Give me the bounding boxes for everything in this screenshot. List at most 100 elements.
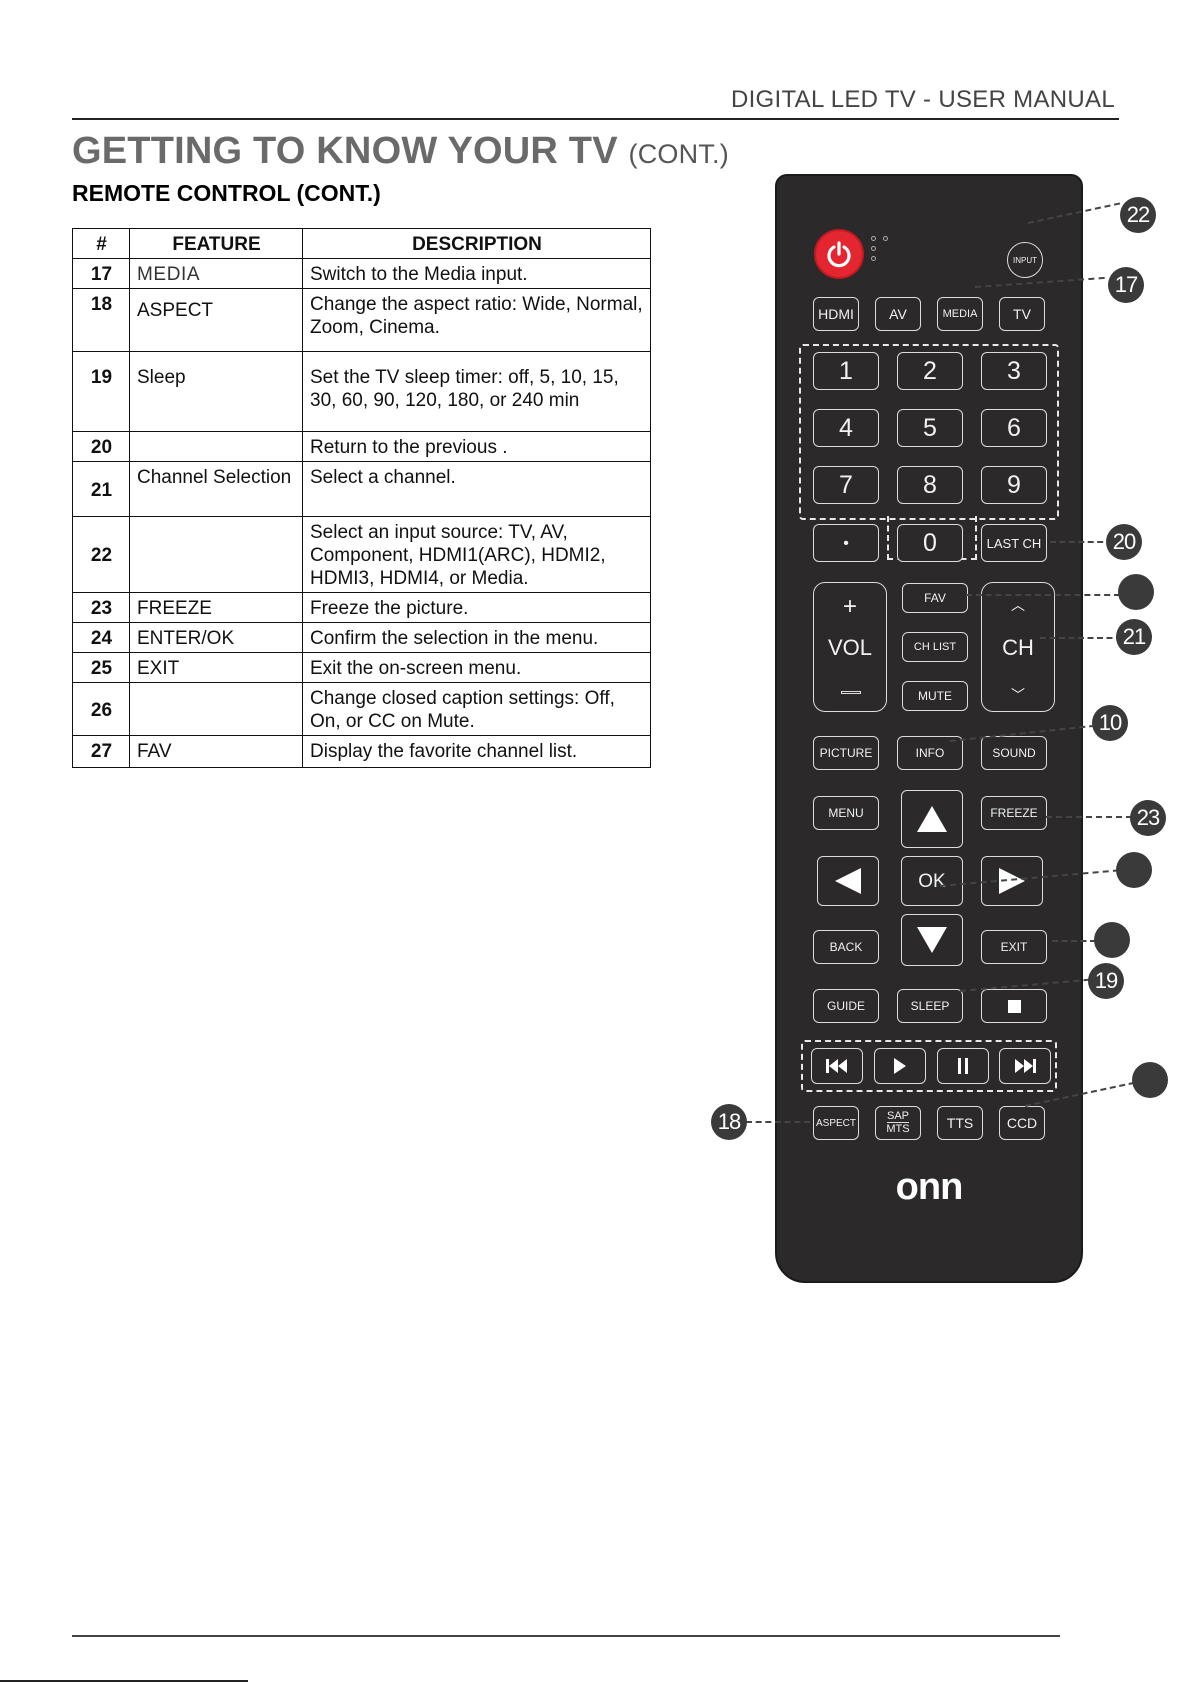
channel-down-icon: ﹀	[1011, 687, 1025, 703]
row-feature	[129, 431, 303, 462]
digit-0-button[interactable]: 0	[897, 524, 963, 562]
input-button[interactable]: INPUT	[1007, 242, 1043, 278]
next-button[interactable]	[999, 1048, 1051, 1084]
callout-blank-ok	[1116, 852, 1152, 888]
header-num: #	[72, 228, 130, 259]
av-button[interactable]: AV	[875, 297, 921, 331]
stop-button[interactable]	[981, 989, 1047, 1023]
stop-icon	[1007, 999, 1021, 1013]
aspect-button[interactable]: ASPECT	[813, 1106, 859, 1140]
table-row: 19 Sleep Set the TV sleep timer: off, 5,…	[72, 351, 651, 432]
fav-button[interactable]: FAV	[902, 583, 968, 613]
row-feature	[129, 682, 303, 736]
sap-mts-button[interactable]: SAP MTS	[875, 1106, 921, 1140]
volume-up-icon: +	[842, 593, 857, 620]
row-num: 22	[72, 516, 130, 593]
tv-button[interactable]: TV	[999, 297, 1045, 331]
row-feature	[129, 516, 303, 593]
mts-label: MTS	[886, 1123, 910, 1135]
volume-label: VOL	[827, 635, 873, 660]
header-description: DESCRIPTION	[302, 228, 651, 259]
tts-button[interactable]: TTS	[937, 1106, 983, 1140]
channel-up-icon: ︿	[1011, 597, 1025, 613]
ok-button[interactable]: OK	[901, 856, 963, 906]
row-description: Change the aspect ratio: Wide, Normal, Z…	[302, 288, 651, 352]
previous-button[interactable]	[811, 1048, 863, 1084]
callout-10: 10	[1092, 705, 1128, 741]
digit-4-button[interactable]: 4	[813, 409, 879, 447]
table-row: 27 FAV Display the favorite channel list…	[72, 735, 651, 768]
media-button[interactable]: MEDIA	[937, 297, 983, 331]
dot-button[interactable]: •	[813, 524, 879, 562]
pause-icon	[958, 1058, 968, 1074]
power-icon	[827, 241, 851, 268]
row-description: Display the favorite channel list.	[302, 735, 651, 768]
volume-rocker[interactable]: + VOL	[813, 582, 887, 712]
page-bottom-rule	[0, 1680, 248, 1682]
table-row: 20 Return to the previous .	[72, 431, 651, 462]
row-description: Select an input source: TV, AV, Componen…	[302, 516, 651, 593]
hdmi-button[interactable]: HDMI	[813, 297, 859, 331]
ccd-button[interactable]: CCD	[999, 1106, 1045, 1140]
picture-button[interactable]: PICTURE	[813, 736, 879, 770]
sound-button[interactable]: SOUND	[981, 736, 1047, 770]
back-button[interactable]: BACK	[813, 930, 879, 964]
left-arrow-icon	[835, 868, 861, 894]
up-arrow-icon	[917, 806, 947, 832]
table-header-row: # FEATURE DESCRIPTION	[72, 228, 651, 259]
callout-leader	[1050, 541, 1122, 543]
digit-5-button[interactable]: 5	[897, 409, 963, 447]
brand-logo: onn	[895, 1166, 964, 1208]
pause-button[interactable]	[937, 1048, 989, 1084]
callout-leader	[746, 1121, 810, 1123]
footer-rule	[72, 1635, 1060, 1637]
left-arrow-button[interactable]	[817, 856, 879, 906]
page-title: GETTING TO KNOW YOUR TV (CONT.)	[72, 130, 729, 173]
digit-8-button[interactable]: 8	[897, 466, 963, 504]
callout-18: 18	[711, 1104, 747, 1140]
exit-button[interactable]: EXIT	[981, 930, 1047, 964]
ch-list-button[interactable]: CH LIST	[902, 632, 968, 662]
row-num: 27	[72, 735, 130, 768]
guide-button[interactable]: GUIDE	[813, 989, 879, 1023]
digit-7-button[interactable]: 7	[813, 466, 879, 504]
number-pad-outline	[799, 344, 1059, 520]
table-row: 24 ENTER/OK Confirm the selection in the…	[72, 622, 651, 653]
up-arrow-button[interactable]	[901, 790, 963, 848]
sleep-button[interactable]: SLEEP	[897, 989, 963, 1023]
info-button[interactable]: INFO	[897, 736, 963, 770]
callout-blank-ccd	[1132, 1062, 1168, 1098]
row-description: Change closed caption settings: Off, On,…	[302, 682, 651, 736]
next-icon	[1015, 1059, 1036, 1073]
channel-rocker[interactable]: ︿ CH ﹀	[981, 582, 1055, 712]
mute-button[interactable]: MUTE	[902, 681, 968, 711]
row-description: Select a channel.	[302, 461, 651, 517]
row-description: Freeze the picture.	[302, 592, 651, 623]
section-subtitle: REMOTE CONTROL (CONT.)	[72, 180, 381, 206]
digit-6-button[interactable]: 6	[981, 409, 1047, 447]
down-arrow-button[interactable]	[901, 914, 963, 966]
table-row: 21 Channel Selection Select a channel.	[72, 461, 651, 517]
callout-leader	[966, 594, 1120, 596]
digit-2-button[interactable]: 2	[897, 352, 963, 390]
row-num: 17	[72, 258, 130, 289]
row-feature: FREEZE	[129, 592, 303, 623]
callout-17: 17	[1108, 267, 1144, 303]
callout-21: 21	[1116, 619, 1152, 655]
last-ch-button[interactable]: LAST CH	[981, 524, 1047, 562]
play-button[interactable]	[874, 1048, 926, 1084]
power-button[interactable]	[814, 229, 864, 279]
row-num: 26	[72, 682, 130, 736]
menu-button[interactable]: MENU	[813, 796, 879, 830]
digit-3-button[interactable]: 3	[981, 352, 1047, 390]
feature-table: # FEATURE DESCRIPTION 17 MEDIA Switch to…	[72, 228, 651, 768]
callout-19: 19	[1088, 963, 1124, 999]
callout-blank-fav	[1118, 574, 1154, 610]
header-rule	[72, 118, 1119, 120]
right-arrow-button[interactable]	[981, 856, 1043, 906]
freeze-button[interactable]: FREEZE	[981, 796, 1047, 830]
digit-9-button[interactable]: 9	[981, 466, 1047, 504]
row-description: Set the TV sleep timer: off, 5, 10, 15, …	[302, 351, 651, 432]
callout-leader	[1052, 940, 1096, 942]
digit-1-button[interactable]: 1	[813, 352, 879, 390]
